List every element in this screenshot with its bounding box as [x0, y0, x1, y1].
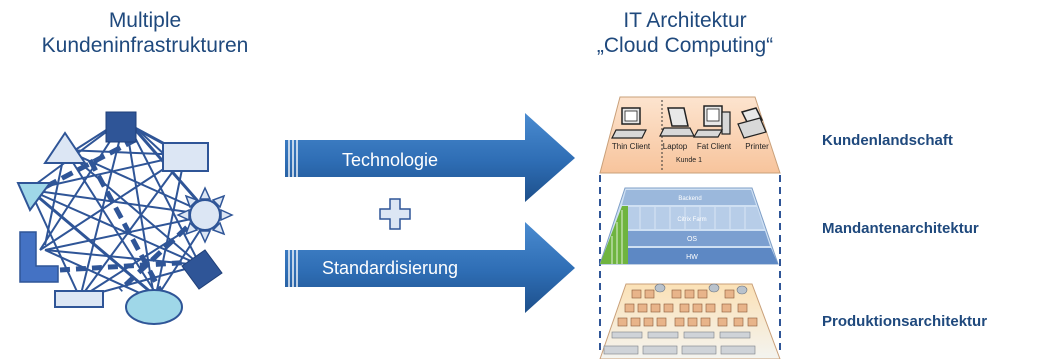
sun-node — [176, 186, 234, 244]
device-label-thin-client: Thin Client — [612, 142, 651, 151]
right-title-line2: „Cloud Computing“ — [596, 34, 774, 57]
layer-label-kundenlandschaft: Kundenlandschaft — [822, 132, 953, 149]
printer-icon — [737, 107, 767, 139]
l-shape-node — [19, 231, 59, 283]
band-citrix: Citrix Farm — [677, 217, 706, 223]
ellipse-node — [125, 289, 183, 325]
device-label-laptop: Laptop — [663, 142, 688, 151]
device-label-printer: Printer — [745, 142, 769, 151]
square-node — [105, 111, 137, 143]
layer-label-produktionsarchitektur: Produktionsarchitektur — [822, 313, 988, 330]
arrow-label-technologie: Technologie — [341, 150, 439, 170]
device-label-fat-client: Fat Client — [697, 142, 732, 151]
layer-kundenlandschaft: Thin Client Laptop Fat Client Printer Ku… — [599, 96, 781, 174]
server-rack-rows — [603, 283, 758, 355]
left-title-line2: Kundeninfrastrukturen — [41, 34, 249, 57]
arrow-technologie — [285, 113, 575, 202]
layer-label-mandantenarchitektur: Mandantenarchitektur — [822, 220, 979, 237]
fat-client-icon — [692, 105, 731, 138]
rectangle-node — [162, 142, 209, 172]
cyan-triangle-node — [16, 182, 52, 212]
band-hw: HW — [686, 254, 698, 261]
arrow-standardisierung — [285, 222, 575, 313]
plus-icon — [379, 198, 411, 230]
small-rect-node — [54, 290, 104, 308]
band-os: OS — [687, 236, 697, 243]
layer-produktionsarchitektur — [599, 283, 781, 359]
triangle-node — [43, 131, 87, 164]
device-label-kunde: Kunde 1 — [676, 157, 702, 164]
right-title-line1: IT Architektur — [623, 9, 747, 32]
arrow-label-standardisierung: Standardisierung — [321, 258, 459, 278]
left-title-line1: Multiple — [108, 9, 182, 32]
band-backend: Backend — [678, 196, 701, 202]
diamond-node — [181, 249, 223, 290]
layer-mandantenarchitektur: Backend Citrix Farm OS HW — [599, 187, 779, 265]
thin-client-icon — [611, 107, 647, 139]
layer-stack: Thin Client Laptop Fat Client Printer Ku… — [599, 96, 781, 359]
customer-network — [16, 111, 234, 325]
right-title: IT Architektur „Cloud Computing“ — [560, 8, 810, 58]
left-title: Multiple Kundeninfrastrukturen — [0, 8, 290, 58]
